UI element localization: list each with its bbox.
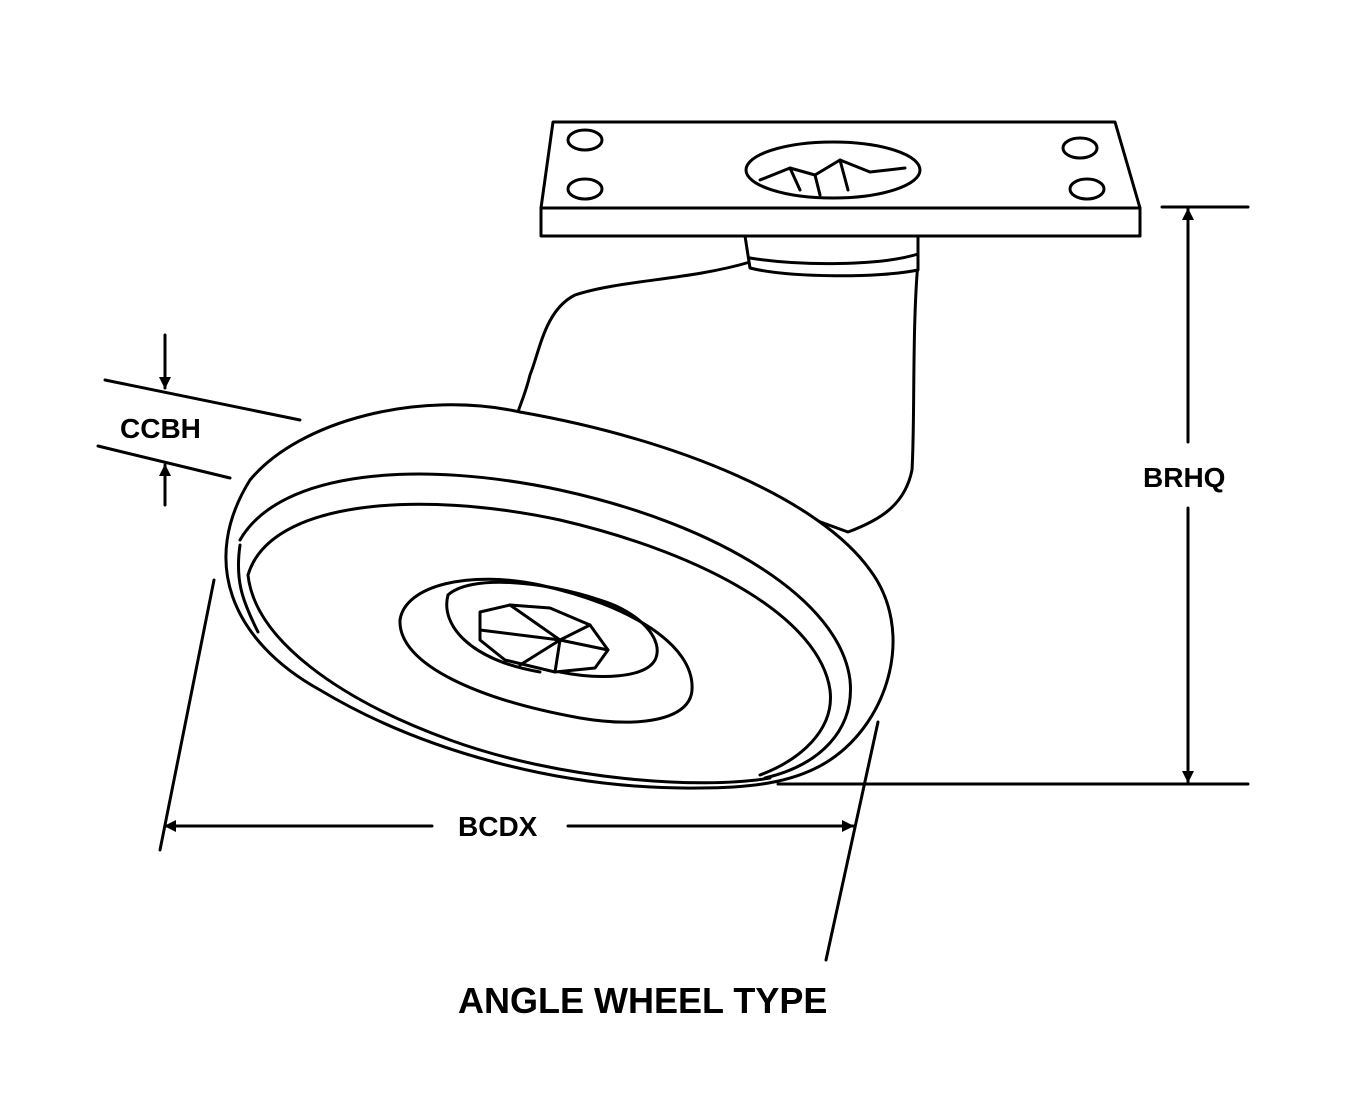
bolt-hole — [1068, 177, 1106, 201]
swivel-neck — [743, 234, 920, 278]
ccbh-dimension — [96, 333, 302, 507]
kingpin-hole — [744, 140, 922, 200]
wheel — [224, 403, 895, 790]
brhq-dimension — [776, 205, 1250, 786]
wheel-hub — [398, 577, 694, 724]
mounting-plate — [539, 120, 1142, 238]
brhq-label: BRHQ — [1143, 462, 1226, 494]
diagram-title: ANGLE WHEEL TYPE — [458, 980, 828, 1022]
bcdx-label: BCDX — [458, 811, 538, 843]
ccbh-label: CCBH — [120, 413, 201, 445]
bolt-hole — [1061, 136, 1099, 160]
bolt-hole — [566, 177, 604, 201]
bcdx-dimension — [158, 578, 880, 962]
bolt-hole — [566, 128, 604, 152]
caster-fork — [516, 260, 920, 534]
